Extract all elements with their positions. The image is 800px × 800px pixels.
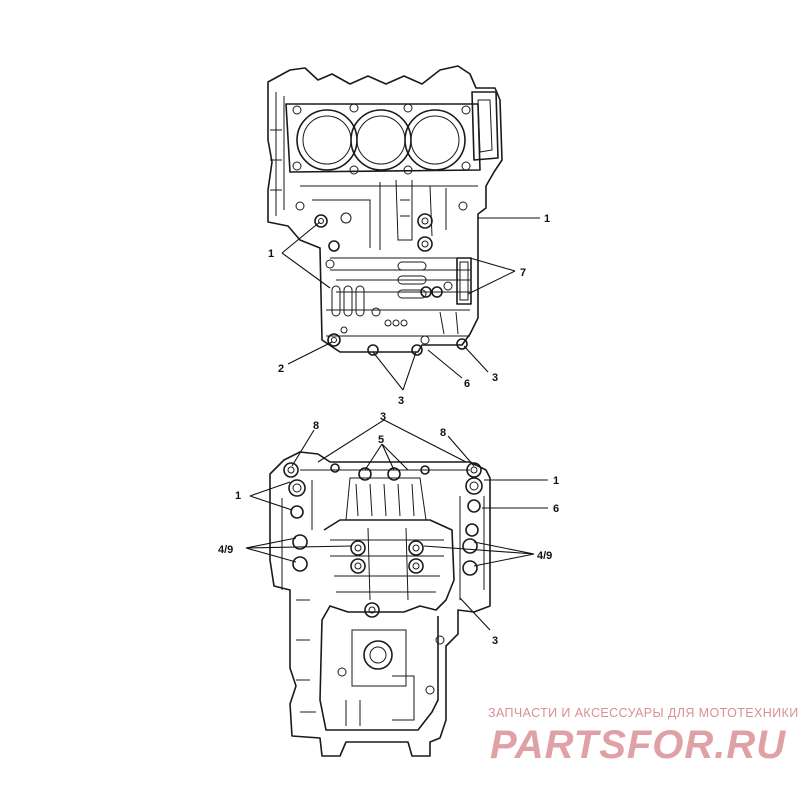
callout-6-upper: 6 [464, 378, 470, 390]
lower-callouts: 3 8 8 5 1 1 6 4/9 4/9 3 [218, 411, 559, 647]
callout-6-lower: 6 [553, 503, 559, 515]
upper-leader-lines [281, 217, 540, 391]
callout-1-lower-right: 1 [553, 475, 559, 487]
callout-4-9-left: 4/9 [218, 544, 233, 556]
upper-callouts: 1 1 7 2 6 3 3 [268, 213, 550, 407]
callout-8-right: 8 [440, 427, 446, 439]
watermark-tagline: ЗАПЧАСТИ И АКСЕССУАРЫ ДЛЯ МОТОТЕХНИКИ [488, 706, 799, 720]
callout-8-left: 8 [313, 420, 319, 432]
callout-3-lower: 3 [492, 635, 498, 647]
callout-2: 2 [278, 363, 284, 375]
watermark-brand: PARTSFOR.RU [490, 723, 786, 767]
callout-4-9-right: 4/9 [537, 550, 552, 562]
callout-1-upper-right: 1 [544, 213, 550, 225]
callout-1-upper-left: 1 [268, 248, 274, 260]
callout-3-lower-top: 3 [380, 411, 386, 423]
callout-3-upper-right: 3 [492, 372, 498, 384]
upper-crankcase-drawing [267, 65, 503, 356]
callout-1-lower-left: 1 [235, 490, 241, 502]
callout-3-upper-bottom: 3 [398, 395, 404, 407]
lower-crankcase-drawing [269, 451, 491, 757]
watermark: ЗАПЧАСТИ И АКСЕССУАРЫ ДЛЯ МОТОТЕХНИКИ PA… [488, 706, 799, 767]
callout-5: 5 [378, 434, 384, 446]
callout-7: 7 [520, 267, 526, 279]
lower-leader-lines [245, 419, 548, 631]
